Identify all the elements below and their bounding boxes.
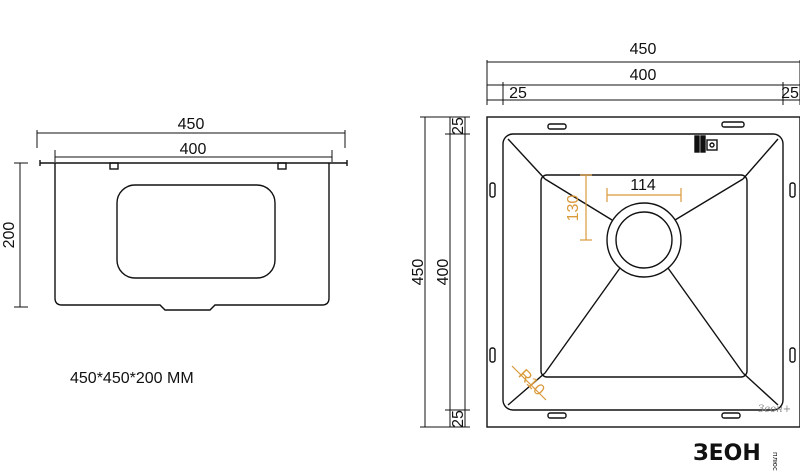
top-right-flange-label: 25 bbox=[781, 85, 799, 102]
side-overall-width-label: 450 bbox=[178, 116, 205, 133]
drain-offset-label: 130 bbox=[565, 195, 582, 222]
drain-annotations bbox=[511, 174, 682, 401]
brand-script: Зеон+ bbox=[758, 404, 791, 415]
side-bowl-width-label: 400 bbox=[180, 141, 207, 158]
top-lower-flange-label: 25 bbox=[450, 410, 467, 428]
side-depth-label: 200 bbox=[1, 222, 18, 249]
top-bowl-width-label: 400 bbox=[630, 67, 657, 84]
logo-suffix: плюс bbox=[771, 452, 779, 471]
dimensions-caption: 450*450*200 MM bbox=[70, 370, 194, 387]
top-overall-length-label: 450 bbox=[410, 259, 427, 286]
top-upper-flange-label: 25 bbox=[450, 117, 467, 135]
logo-text: ЗЕОН bbox=[693, 441, 761, 466]
brand-logo: ЗЕОН плюс bbox=[693, 441, 779, 471]
drain-diameter-label: 114 bbox=[630, 177, 656, 194]
top-left-flange-label: 25 bbox=[509, 85, 527, 102]
top-view bbox=[420, 60, 800, 428]
top-overall-width-label: 450 bbox=[630, 41, 657, 58]
top-bowl-length-label: 400 bbox=[435, 259, 452, 286]
side-view bbox=[14, 130, 348, 311]
